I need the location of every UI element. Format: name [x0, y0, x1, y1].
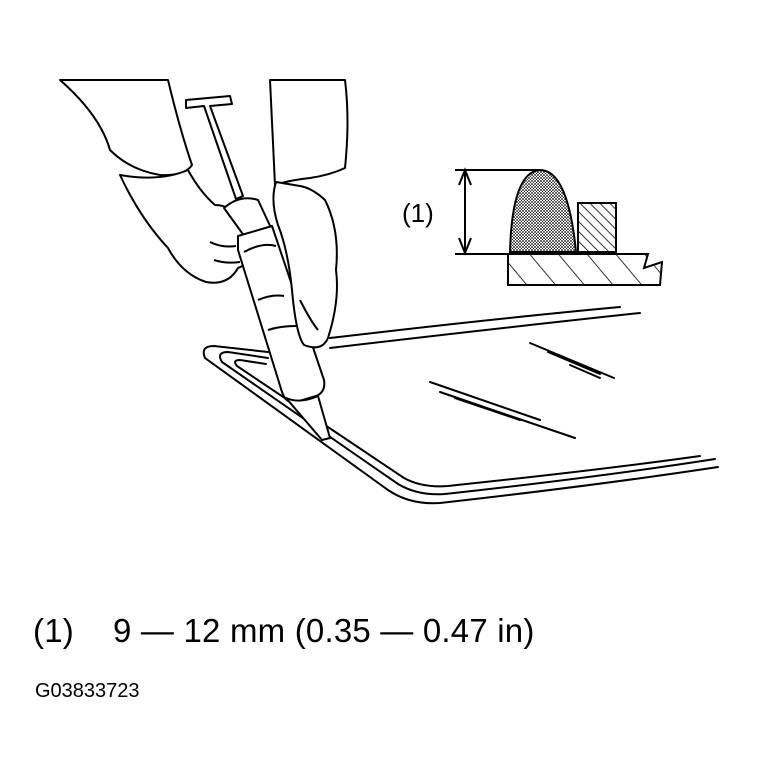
sleeves	[59, 79, 349, 186]
legend-item: (1) 9 — 12 mm (0.35 — 0.47 in)	[33, 612, 535, 650]
right-glove	[272, 181, 338, 349]
legend-text: 9 — 12 mm (0.35 — 0.47 in)	[113, 612, 535, 649]
bead-cross-section	[455, 167, 664, 286]
legend-marker: (1)	[33, 612, 74, 649]
figure-id: G03833723	[35, 680, 140, 702]
dimension-callout-label: (1)	[402, 198, 434, 228]
glass-panel	[202, 306, 719, 505]
caulking-gun	[185, 95, 331, 441]
